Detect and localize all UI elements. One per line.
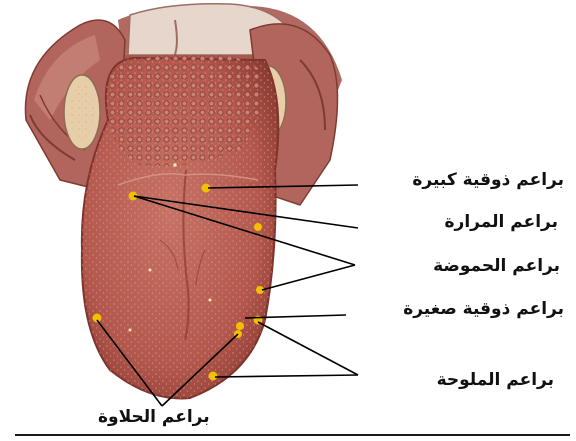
- label-salty-buds: براعم الملوحة: [437, 370, 554, 390]
- bottom-divider: [15, 434, 570, 436]
- label-sour-buds: براعم الحموضة: [433, 256, 560, 276]
- bud-sour-top: [254, 223, 262, 231]
- bud-salty-low: [209, 372, 218, 381]
- left-tonsil: [64, 75, 100, 149]
- label-small-taste-buds: براعم ذوقية صغيرة: [403, 299, 564, 319]
- pointer-sour-2: [262, 265, 355, 290]
- label-large-taste-buds: براعم ذوقية كبيرة: [412, 170, 564, 190]
- tongue: [82, 54, 278, 399]
- label-sweet-buds: براعم الحلاوة: [98, 407, 210, 427]
- bud-small: [236, 322, 244, 330]
- pointer-salty-1: [258, 322, 358, 375]
- label-bitter-buds: براعم المرارة: [445, 212, 558, 232]
- pointer-salty-2: [215, 375, 358, 377]
